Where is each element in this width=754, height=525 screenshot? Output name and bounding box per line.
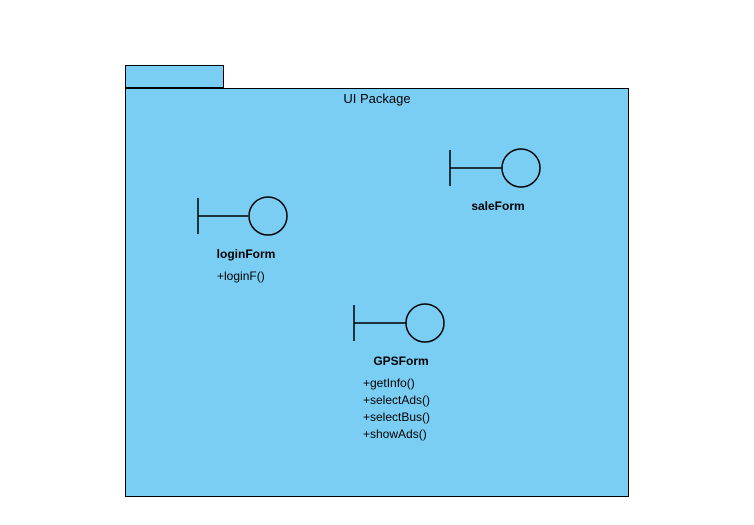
boundary-icon[interactable] bbox=[352, 303, 446, 345]
operation[interactable]: +showAds() bbox=[363, 427, 427, 441]
package-name: UI Package bbox=[343, 91, 411, 106]
class-name-saleform[interactable]: saleForm bbox=[471, 199, 525, 213]
operation[interactable]: +selectBus() bbox=[363, 410, 431, 424]
boundary-icon[interactable] bbox=[448, 148, 542, 190]
class-operations-loginform: +loginF() bbox=[217, 268, 265, 285]
class-name-gpsform[interactable]: GPSForm bbox=[373, 354, 429, 368]
package-body[interactable]: UI Package bbox=[125, 88, 629, 497]
class-name-loginform[interactable]: loginForm bbox=[216, 247, 276, 261]
operation[interactable]: +selectAds() bbox=[363, 393, 431, 407]
class-operations-gpsform: +getInfo() +selectAds() +selectBus() +sh… bbox=[363, 375, 430, 443]
operation[interactable]: +getInfo() bbox=[363, 376, 415, 390]
operation[interactable]: +loginF() bbox=[217, 269, 265, 283]
boundary-icon[interactable] bbox=[196, 196, 290, 238]
package-tab[interactable] bbox=[125, 65, 224, 88]
